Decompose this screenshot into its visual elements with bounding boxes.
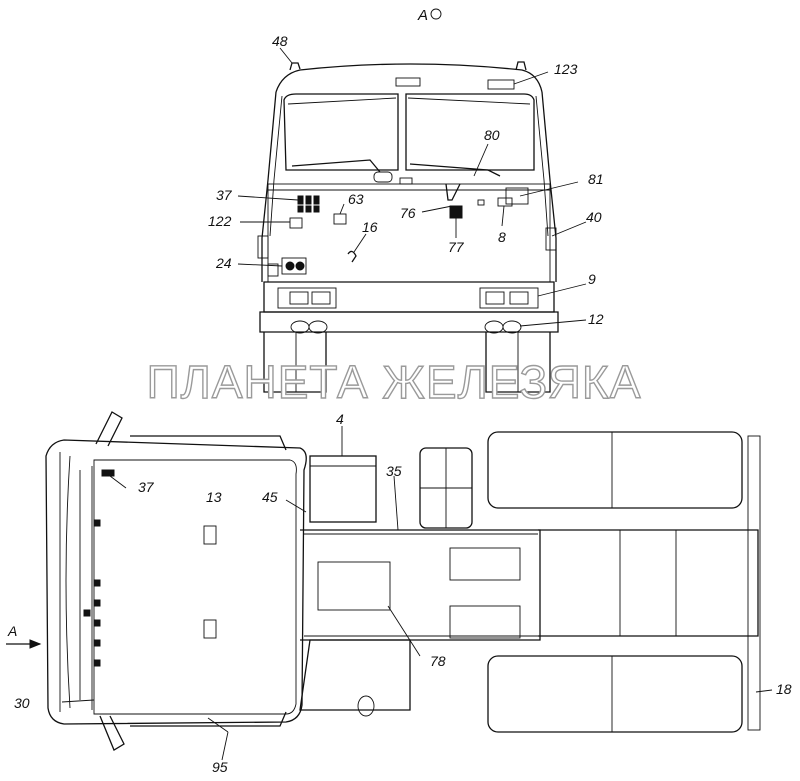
leader-lines-front <box>237 47 587 327</box>
callout-122: 122 <box>208 213 232 229</box>
windshield-shade-right <box>407 97 531 105</box>
callout-81: 81 <box>588 171 604 187</box>
roof-plate <box>487 79 515 90</box>
roof-antenna-left <box>289 62 301 71</box>
callout-18: 18 <box>776 681 792 697</box>
callout-30: 30 <box>14 695 30 711</box>
fog-lamp-right-b <box>502 320 522 334</box>
frame-rails <box>300 529 541 641</box>
front-wheel-left <box>263 332 327 393</box>
top-view-truck: A <box>6 411 761 751</box>
callout-16: 16 <box>362 219 378 235</box>
windshield-shade-left <box>287 97 397 105</box>
callout-77: 77 <box>448 239 465 255</box>
wiper-left <box>291 159 381 173</box>
sensor-16 <box>347 250 357 263</box>
device-77 <box>449 205 463 219</box>
step-left <box>130 435 287 451</box>
callout-63: 63 <box>348 191 364 207</box>
callout-labels: 48 123 80 81 37 63 122 76 8 40 16 77 24 … <box>14 33 792 775</box>
module-8 <box>497 197 513 207</box>
watermark-text: ПЛАНЕТА ЖЕЛЕЗЯКА <box>147 356 642 408</box>
side-lamp-left <box>257 235 269 259</box>
device-76-bracket <box>445 183 461 201</box>
arrow-head-icon <box>29 639 42 649</box>
crossmember-upper <box>449 547 521 581</box>
cab-side-inner-right <box>535 95 549 237</box>
connector-24 <box>267 257 307 277</box>
side-lamp-right <box>545 227 557 251</box>
cab-side-inner-left <box>269 95 283 237</box>
cab-front-curve <box>65 455 71 709</box>
callout-37-bottom: 37 <box>138 479 155 495</box>
fuel-tank-center <box>317 561 391 611</box>
step-detail-95 <box>207 717 229 733</box>
view-label: A <box>417 7 428 24</box>
front-bumper <box>263 281 555 313</box>
callout-37-top: 37 <box>216 187 233 203</box>
mirror-left-top <box>95 411 123 447</box>
fuel-cap <box>357 695 375 717</box>
rear-bumper-18 <box>747 435 761 731</box>
roof-lamp <box>395 77 421 87</box>
relay-122 <box>289 217 303 229</box>
rear-wheels-left <box>487 431 743 509</box>
callout-80: 80 <box>484 127 500 143</box>
fog-lamp-left-a <box>290 320 310 334</box>
fog-lamp-left-b <box>308 320 328 334</box>
fuse-block <box>297 195 320 213</box>
callout-24: 24 <box>215 255 232 271</box>
headlight-left <box>277 287 337 309</box>
roof-hatch-13 <box>203 525 217 545</box>
callout-13: 13 <box>206 489 222 505</box>
small-box <box>477 199 485 206</box>
callout-48: 48 <box>272 33 288 49</box>
washer-nozzle <box>399 177 413 185</box>
callout-8: 8 <box>498 229 506 245</box>
lower-bumper <box>259 311 559 333</box>
callout-123: 123 <box>554 61 578 77</box>
windshield-left <box>283 93 399 171</box>
callout-12: 12 <box>588 311 604 327</box>
cab-roof-top <box>93 459 297 715</box>
view-a-header: A <box>417 7 442 24</box>
front-view-cab <box>257 61 559 393</box>
wiper-right <box>409 163 501 177</box>
cab-outline-top <box>45 439 307 725</box>
callout-78: 78 <box>430 653 446 669</box>
harness-connectors <box>83 469 115 667</box>
rear-wheels-right <box>487 655 743 733</box>
rear-frame <box>538 529 759 637</box>
view-circle-icon <box>430 8 442 20</box>
arrow-label: A <box>7 623 17 639</box>
headlight-right <box>479 287 539 309</box>
callout-76: 76 <box>400 205 416 221</box>
crossmember-lower <box>449 605 521 639</box>
fog-lamp-right-a <box>484 320 504 334</box>
cab-side-right <box>541 91 557 282</box>
windshield-right <box>405 93 535 171</box>
mirror-right-top <box>99 715 125 751</box>
callout-9: 9 <box>588 271 596 287</box>
callout-35: 35 <box>386 463 402 479</box>
callout-95: 95 <box>212 759 228 775</box>
callout-40: 40 <box>586 209 602 225</box>
roof-marker-right <box>515 61 527 71</box>
wiper-motor <box>373 171 393 183</box>
leader-lines-top <box>61 426 773 761</box>
toolbox-lower <box>299 639 411 711</box>
step-right <box>130 711 287 727</box>
module-81 <box>505 187 529 205</box>
relay-63 <box>333 213 347 225</box>
roof-hatch-rear <box>203 619 217 639</box>
callout-45: 45 <box>262 489 278 505</box>
battery-box-4 <box>309 455 377 523</box>
cab-roof <box>275 63 543 93</box>
callout-4: 4 <box>336 411 344 427</box>
cab-side-left <box>261 91 277 282</box>
